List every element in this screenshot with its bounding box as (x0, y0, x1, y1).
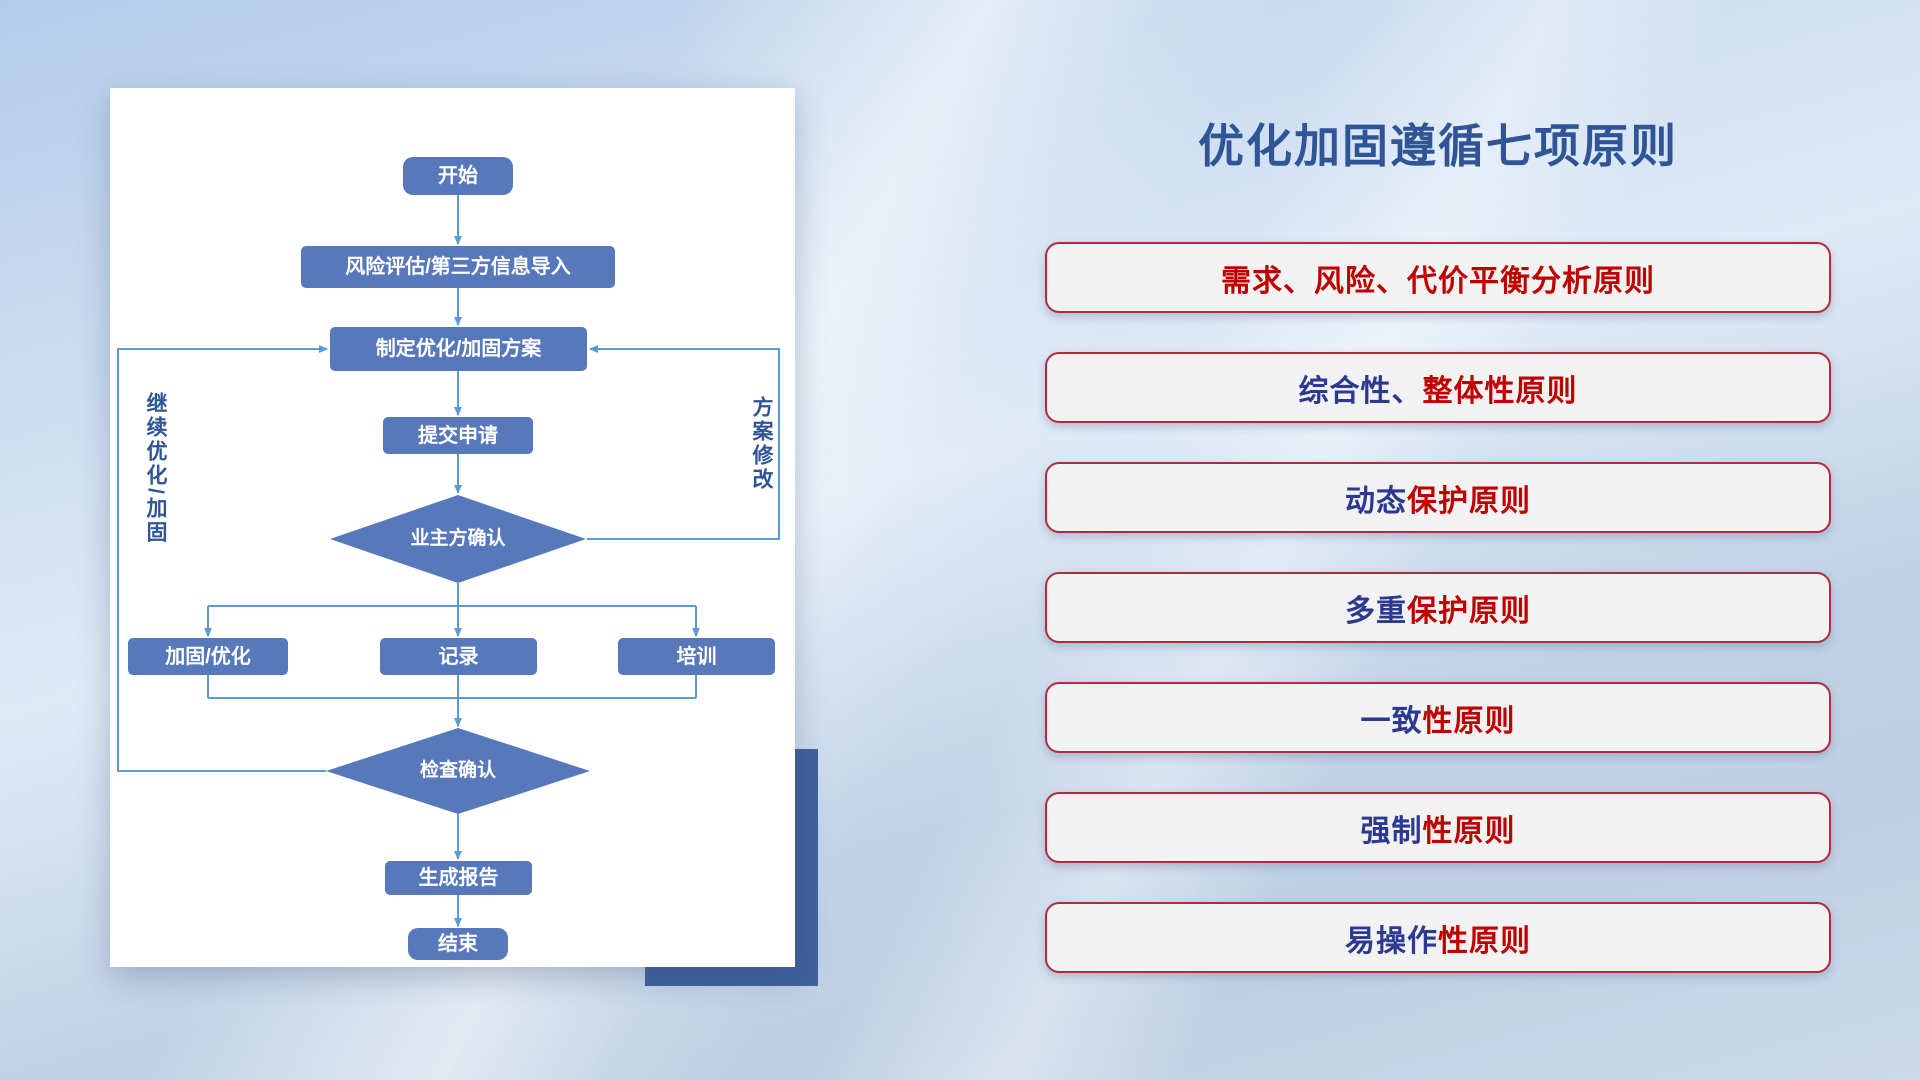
principle-item-mandatory: 强制性原则 (1045, 792, 1831, 863)
principle-item-multiple-protection: 多重保护原则 (1045, 572, 1831, 643)
edge-label-continue-loop: 继续优化/加固 (144, 392, 167, 545)
flow-node-record: 记录 (380, 638, 537, 675)
flow-node-end: 结束 (408, 928, 508, 960)
slide-title: 优化加固遵循七项原则 (1198, 120, 1678, 172)
edge-label-plan-revise: 方案修改 (750, 396, 773, 492)
flow-node-start: 开始 (403, 157, 513, 195)
flow-node-report: 生成报告 (385, 861, 532, 895)
flow-node-training: 培训 (618, 638, 775, 675)
principle-item-dynamic-protection: 动态保护原则 (1045, 462, 1831, 533)
principle-item-comprehensive: 综合性、整体性原则 (1045, 352, 1831, 423)
principle-item-consistency: 一致性原则 (1045, 682, 1831, 753)
flow-node-make-plan: 制定优化/加固方案 (330, 327, 587, 371)
flow-node-submit: 提交申请 (383, 417, 533, 454)
principles-panel: 优化加固遵循七项原则 需求、风险、代价平衡分析原则 综合性、整体性原则 动态保护… (1045, 0, 1831, 1080)
principle-item-operability: 易操作性原则 (1045, 902, 1831, 973)
flow-connectors (117, 195, 780, 927)
flow-node-risk-import: 风险评估/第三方信息导入 (301, 246, 615, 288)
flow-node-harden-optimize: 加固/优化 (128, 638, 288, 675)
principle-item-balance-analysis: 需求、风险、代价平衡分析原则 (1045, 242, 1831, 313)
flowchart-card: 开始 风险评估/第三方信息导入 制定优化/加固方案 提交申请 业主方确认 加固/… (110, 88, 795, 967)
principles-list: 需求、风险、代价平衡分析原则 综合性、整体性原则 动态保护原则 多重保护原则 一… (1045, 242, 1831, 973)
